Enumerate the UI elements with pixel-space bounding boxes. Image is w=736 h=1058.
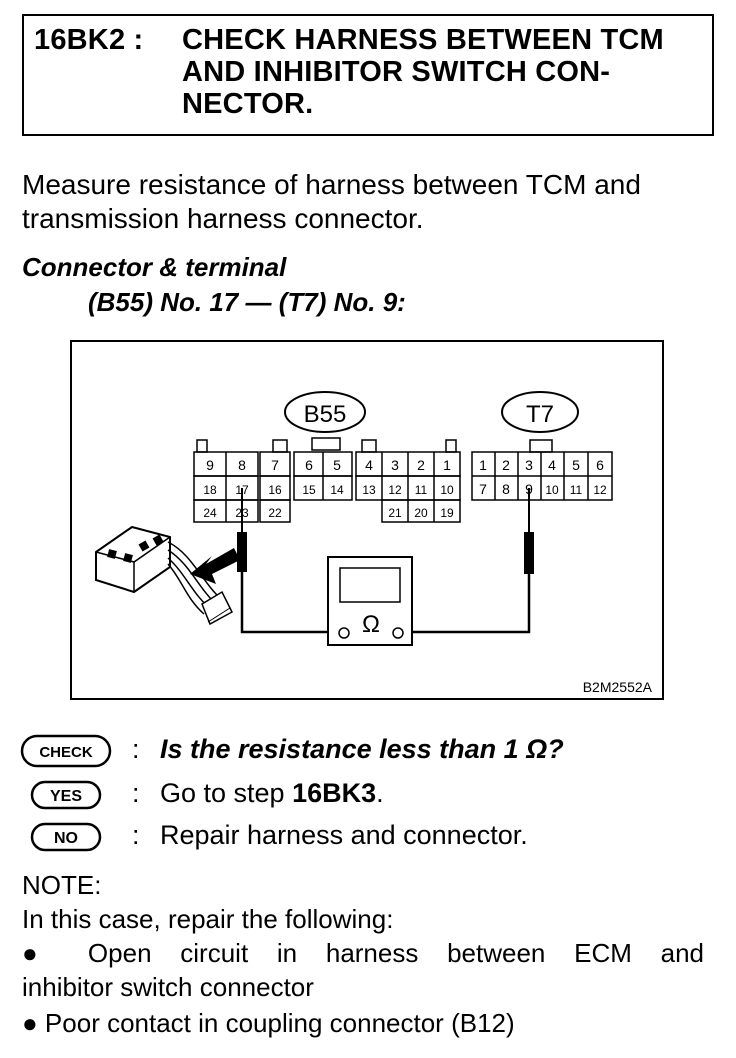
b55-pin: 19 [440, 506, 454, 520]
yes-action: Go to step 16BK3. [160, 778, 384, 809]
step-title-line-1: CHECK HARNESS BETWEEN TCM [182, 24, 664, 56]
step-title-box: 16BK2 : CHECK HARNESS BETWEEN TCM AND IN… [22, 14, 714, 136]
b55-pin: 22 [268, 506, 282, 520]
t7-pin: 8 [502, 481, 510, 497]
b55-pin: 5 [333, 457, 341, 473]
b55-pin: 13 [362, 483, 376, 497]
check-badge: CHECK [20, 734, 112, 768]
note-label: NOTE: [22, 870, 102, 900]
t7-pin: 12 [593, 483, 607, 497]
b55-pin: 10 [440, 483, 454, 497]
b55-pin: 18 [203, 483, 217, 497]
t7-label-ellipse [501, 391, 579, 433]
b55-label-ellipse [284, 391, 366, 433]
b55-pin: 12 [388, 483, 402, 497]
b55-pin: 7 [271, 457, 279, 473]
yes-action-suffix: . [376, 778, 384, 808]
connector-heading: Connector & terminal [22, 252, 287, 282]
yes-colon: : [132, 778, 140, 808]
t7-pin: 2 [502, 457, 510, 473]
check-badge-label: CHECK [39, 744, 93, 761]
lead-t7 [404, 574, 531, 634]
yes-action-prefix: Go to step [160, 778, 293, 808]
yes-badge-label: YES [50, 788, 82, 805]
b55-pin: 16 [268, 483, 282, 497]
probe-t7 [524, 532, 534, 574]
b55-pin: 9 [206, 457, 214, 473]
b55-pin: 8 [238, 457, 246, 473]
note-bullet-2: ● Poor contact in coupling connector (B1… [22, 1008, 515, 1038]
b55-pin: 15 [302, 483, 316, 497]
no-action: Repair harness and connector. [160, 820, 528, 850]
t7-pin: 11 [570, 483, 583, 497]
wiring-diagram: B55 T7 9 8 7 6 5 4 3 [95, 391, 653, 695]
step-id: 16BK2 : [34, 24, 144, 56]
wiring-figure: B55 T7 9 8 7 6 5 4 3 [70, 340, 664, 700]
b55-connector: 9 8 7 6 5 4 3 2 1 18 17 16 15 14 13 12 [193, 451, 461, 523]
b55-pin: 14 [330, 483, 344, 497]
b55-pin: 20 [414, 506, 428, 520]
intro-line-2: transmission harness connector. [22, 203, 424, 234]
t7-pin: 5 [572, 457, 580, 473]
t7-pin: 4 [548, 457, 556, 473]
meter-terminal [338, 627, 350, 639]
t7-key [529, 439, 553, 453]
connector-terminal: (B55) No. 17 — (T7) No. 9: [88, 287, 406, 317]
note-bullet-1-line-1: ● Open circuit in harness between ECM an… [22, 938, 704, 968]
t7-pin: 7 [479, 481, 487, 497]
t7-pin: 6 [596, 457, 604, 473]
b55-pin: 2 [417, 457, 425, 473]
b55-pin: 1 [443, 457, 451, 473]
b55-tab [196, 439, 208, 453]
connector-sketch [95, 525, 233, 626]
t7-pin: 10 [545, 483, 559, 497]
t7-pin: 1 [479, 457, 487, 473]
step-title-line-2: AND INHIBITOR SWITCH CON- [182, 56, 611, 88]
t7-pin: 3 [525, 457, 533, 473]
no-badge: NO [30, 822, 102, 852]
step-title: CHECK HARNESS BETWEEN TCM AND INHIBITOR … [182, 24, 702, 120]
b55-tab [361, 439, 377, 453]
figure-code: B2M2552A [583, 679, 653, 695]
insert-arrow-icon [190, 548, 240, 584]
b55-pin: 11 [415, 483, 428, 497]
b55-label: B55 [304, 401, 347, 428]
note-bullet-1-line-2: inhibitor switch connector [22, 972, 314, 1002]
t7-label: T7 [526, 401, 554, 428]
b55-tab [272, 439, 288, 453]
ohm-symbol: Ω [362, 611, 380, 638]
ohmmeter: Ω [327, 556, 413, 646]
check-colon: : [132, 734, 140, 764]
b55-pin: 21 [388, 506, 402, 520]
b55-pin: 6 [305, 457, 313, 473]
b55-pin: 3 [391, 457, 399, 473]
yes-action-step: 16BK3 [292, 778, 377, 808]
probe-b55 [237, 532, 247, 572]
meter-display [339, 567, 401, 603]
intro-line-1: Measure resistance of harness between TC… [22, 169, 641, 200]
note-intro: In this case, repair the following: [22, 904, 394, 934]
no-badge-label: NO [54, 830, 78, 847]
lead-b55 [240, 572, 336, 634]
b55-tab [445, 439, 457, 453]
no-colon: : [132, 820, 140, 850]
b55-pin: 4 [365, 457, 373, 473]
meter-terminal [392, 627, 404, 639]
b55-key [311, 437, 341, 451]
step-title-line-3: NECTOR. [182, 88, 314, 120]
intro-paragraph: Measure resistance of harness between TC… [22, 168, 714, 236]
t7-connector: 1 2 3 4 5 6 7 8 9 10 11 12 [471, 451, 613, 501]
check-question: Is the resistance less than 1 Ω? [160, 734, 564, 764]
yes-badge: YES [30, 780, 102, 810]
b55-pin: 24 [203, 506, 217, 520]
